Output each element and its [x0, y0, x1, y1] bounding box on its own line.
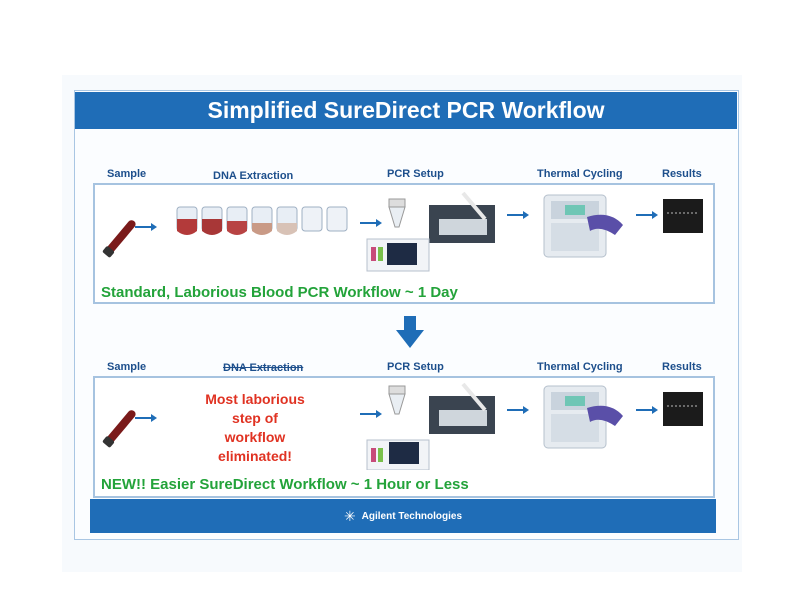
thermal-cycler-icon	[543, 194, 623, 258]
blood-tube-icon	[102, 410, 136, 448]
reagent-kit-icon	[366, 238, 430, 272]
step-label-dna-extraction-struck: DNA Extraction	[223, 362, 304, 374]
slide-title: Simplified SureDirect PCR Workflow	[75, 92, 737, 129]
step-label-pcr-setup: PCR Setup	[387, 168, 444, 180]
new-workflow-illustrations	[102, 382, 703, 470]
eliminated-step-callout: Most laborious step of workflow eliminat…	[185, 390, 325, 466]
step-label-pcr-setup-new: PCR Setup	[387, 361, 444, 373]
new-workflow-label: NEW!! Easier SureDirect Workflow ~ 1 Hou…	[101, 476, 469, 493]
footer-brand: Agilent Technologies	[361, 510, 463, 522]
arrow-icon	[376, 219, 382, 227]
arrow-icon	[652, 211, 658, 219]
callout-line: workflow	[224, 429, 286, 445]
step-label-results-new: Results	[662, 361, 702, 373]
arrow-icon	[151, 414, 157, 422]
callout-line: eliminated!	[218, 448, 292, 464]
arrow-icon	[376, 410, 382, 418]
arrow-icon	[523, 211, 529, 219]
step-label-dna-extraction: DNA Extraction	[213, 170, 294, 182]
gel-result-image	[663, 392, 703, 426]
step-label-results: Results	[662, 168, 702, 180]
extraction-tubes-icon	[176, 206, 348, 235]
step-label-sample: Sample	[107, 168, 147, 180]
step-label-thermal-cycling-new: Thermal Cycling	[537, 361, 623, 373]
callout-line: step of	[232, 410, 278, 426]
down-arrow-icon	[396, 316, 424, 348]
reagent-kit-icon	[366, 439, 430, 470]
arrow-icon	[151, 223, 157, 231]
step-label-sample-new: Sample	[107, 361, 147, 373]
gel-result-image	[663, 199, 703, 233]
arrow-icon	[652, 406, 658, 414]
callout-line: Most laborious	[205, 391, 305, 407]
agilent-spark-icon: ✳	[343, 507, 356, 524]
standard-workflow-label: Standard, Laborious Blood PCR Workflow ~…	[101, 284, 458, 301]
thermal-cycler-icon	[543, 385, 623, 449]
standard-workflow-illustrations	[102, 191, 703, 272]
footer-bar: ✳ Agilent Technologies	[90, 499, 716, 533]
pcr-tube-icon	[388, 198, 406, 228]
pcr-tube-icon	[388, 385, 406, 415]
step-label-thermal-cycling: Thermal Cycling	[537, 168, 623, 180]
blood-tube-icon	[102, 220, 136, 258]
arrow-icon	[523, 406, 529, 414]
